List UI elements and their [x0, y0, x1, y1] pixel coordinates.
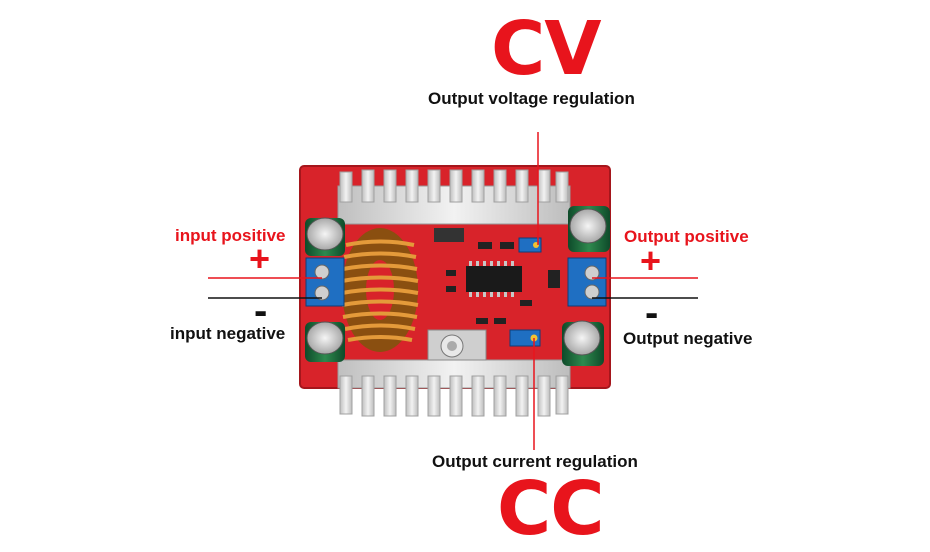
- output-minus-sign: -: [645, 291, 659, 335]
- output-positive-label: Output positive: [624, 227, 749, 246]
- cc-caption: Output current regulation: [432, 452, 638, 471]
- bottom-heatsink: [337, 359, 571, 417]
- capacitor-top-left: [305, 217, 345, 256]
- capacitor-bottom-right: [562, 320, 604, 366]
- input-positive-label: input positive: [175, 226, 286, 245]
- top-heatsink: [337, 169, 571, 225]
- output-plus-sign: +: [640, 240, 662, 281]
- capacitor-top-right: [568, 206, 610, 252]
- cv-caption: Output voltage regulation: [428, 89, 635, 108]
- output-negative-label: Output negative: [623, 329, 753, 348]
- input-terminal-block: [305, 257, 345, 307]
- cv-heading: CV: [491, 6, 602, 92]
- ic-chip: [466, 266, 522, 292]
- cc-potentiometer: [509, 329, 541, 347]
- toroid-inductor: [341, 228, 419, 352]
- input-negative-label: input negative: [170, 324, 286, 343]
- input-plus-sign: +: [249, 238, 271, 279]
- capacitor-bottom-left: [305, 321, 345, 362]
- output-terminal-block: [567, 257, 607, 307]
- input-minus-sign: -: [254, 289, 268, 333]
- cc-heading: CC: [497, 466, 605, 552]
